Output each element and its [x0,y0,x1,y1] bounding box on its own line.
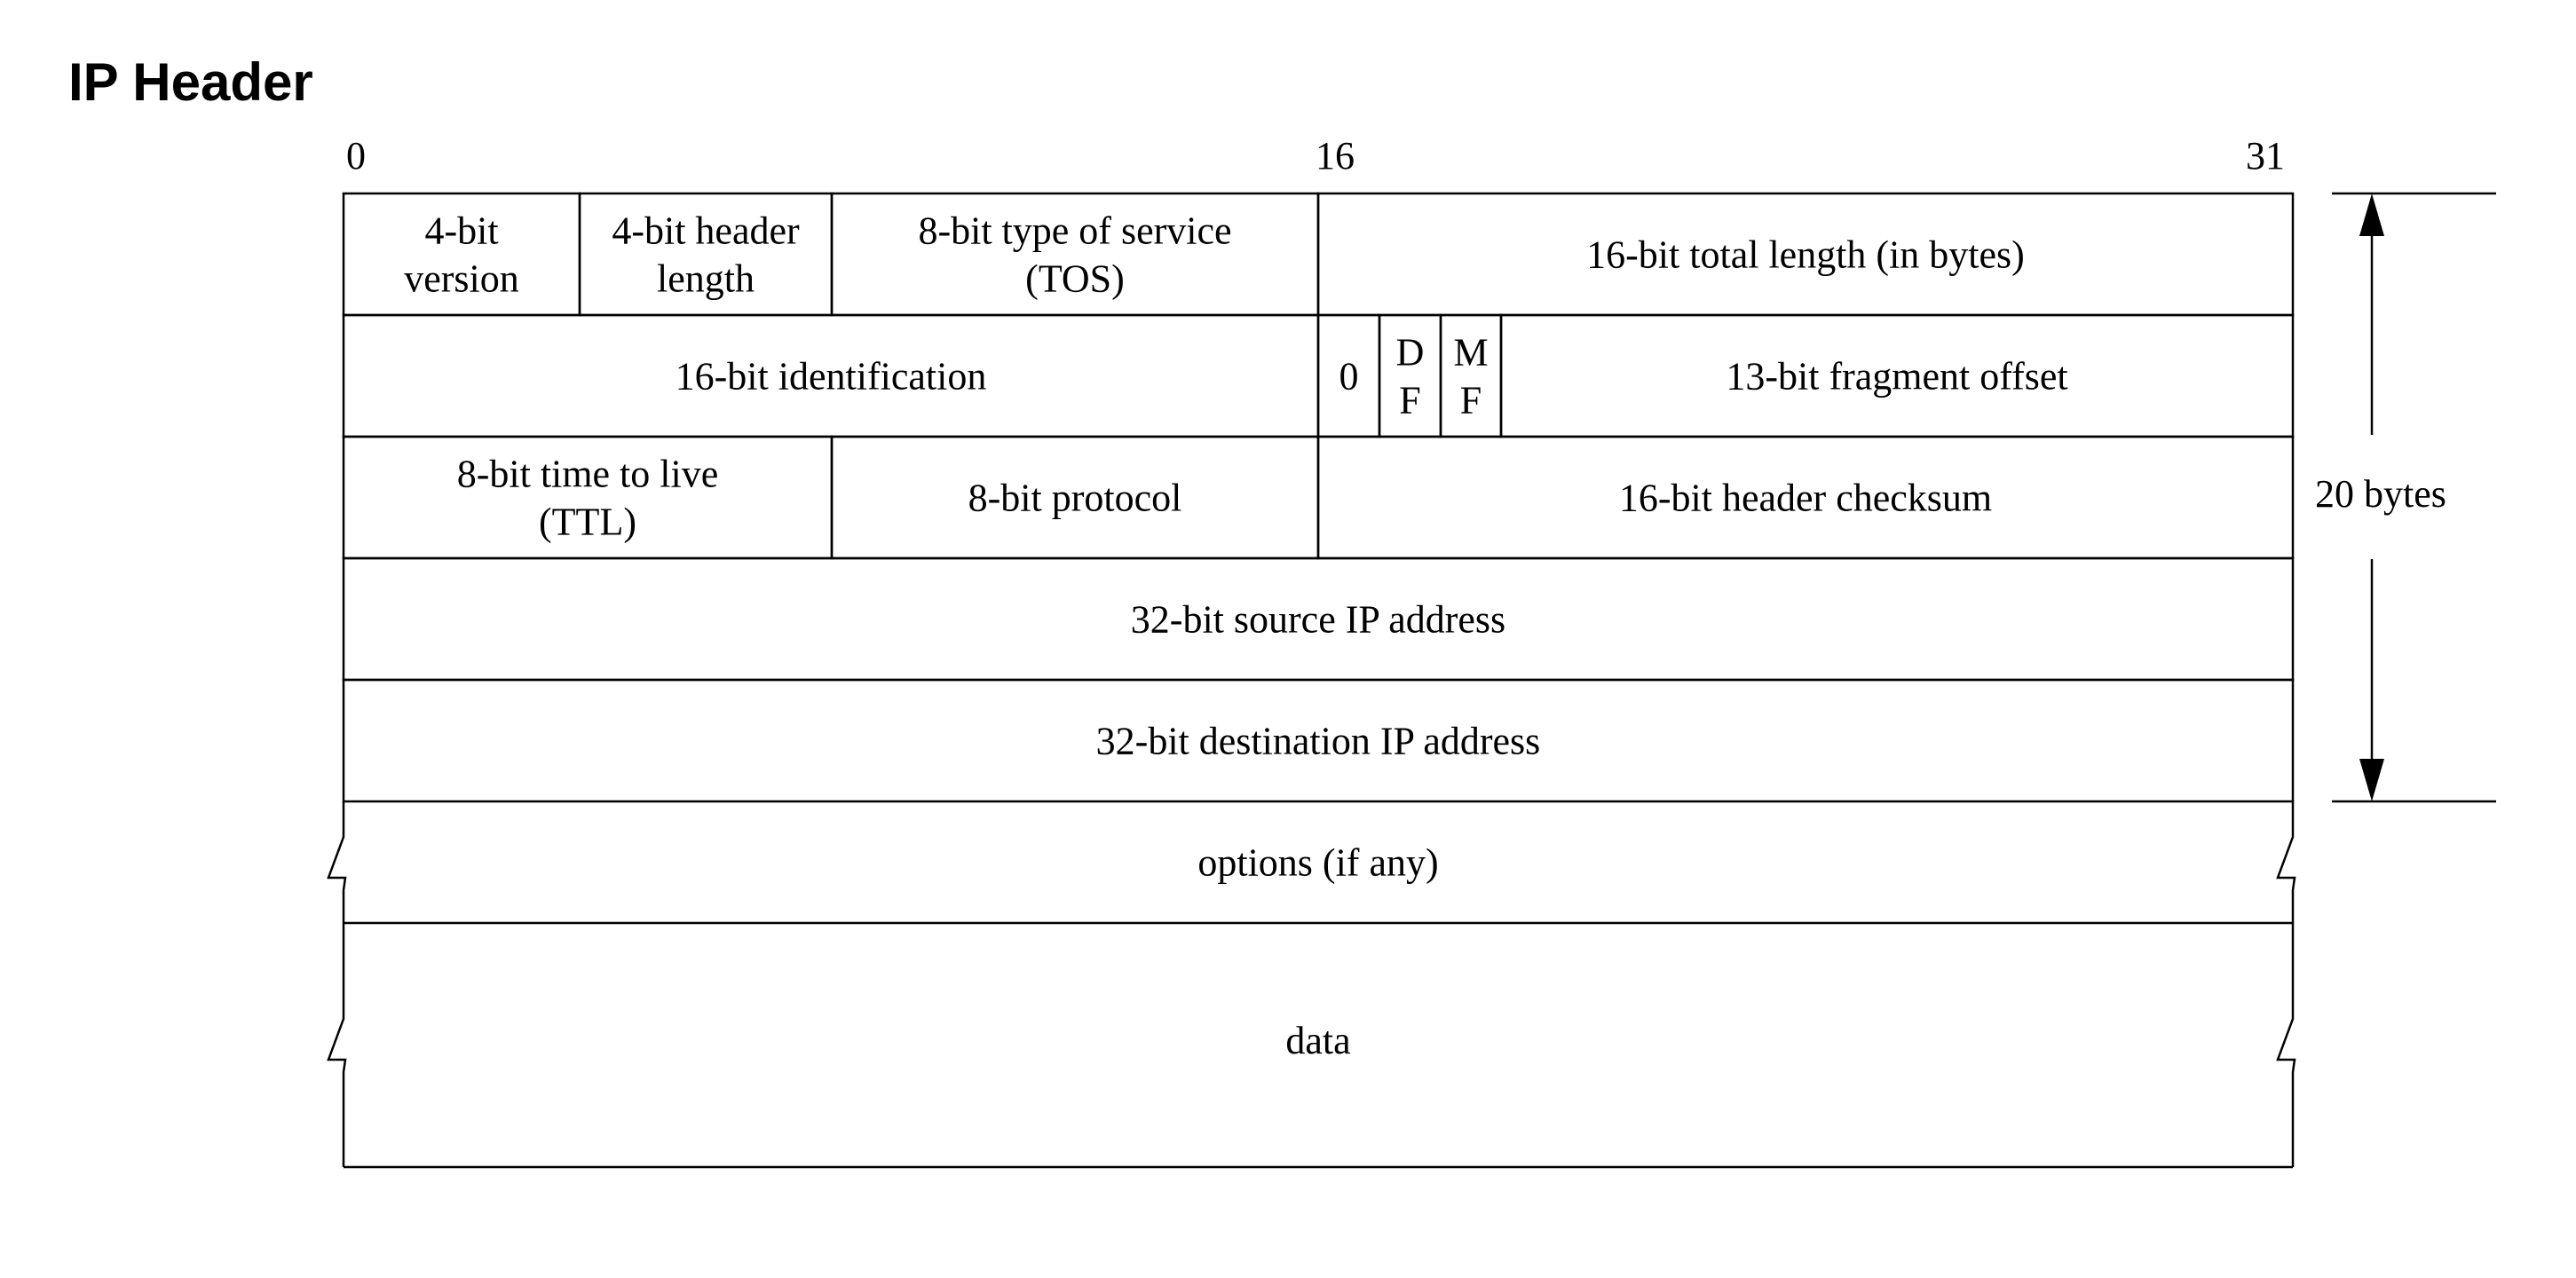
field-version-label: version [404,257,519,301]
diagram-title: IP Header [68,52,313,112]
field-fragment-offset-label: 13-bit fragment offset [1726,355,2067,398]
bit-tick-31: 31 [2246,134,2285,178]
field-tos: 8-bit type of service(TOS) [830,192,1320,317]
field-flag-zero-label: 0 [1339,355,1359,398]
field-ttl-label: 8-bit time to live [457,453,719,496]
field-tos-label: 8-bit type of service [918,209,1231,253]
field-protocol: 8-bit protocol [830,435,1320,560]
data-break-right [2276,923,2296,1167]
field-identification: 16-bit identification [342,313,1320,438]
field-destination-ip-label: 32-bit destination IP address [1096,720,1541,763]
size-label: 20 bytes [2315,472,2446,516]
field-header-length-label: length [657,257,755,301]
field-total-length-label: 16-bit total length (in bytes) [1586,233,2025,277]
arrow-down-icon [2359,759,2384,801]
field-destination-ip: 32-bit destination IP address [342,678,2295,803]
field-header-length-label: 4-bit header [612,209,800,253]
field-flag-mf-label: M [1453,331,1488,375]
field-source-ip: 32-bit source IP address [342,556,2295,682]
field-fragment-offset: 13-bit fragment offset [1499,313,2295,438]
data-label: data [1285,1019,1350,1062]
field-source-ip-label: 32-bit source IP address [1131,598,1505,642]
field-identification-label: 16-bit identification [676,355,987,398]
options-and-data: options (if any) data [327,801,2296,1169]
field-flag-mf: MF [1439,313,1503,438]
bit-tick-0: 0 [346,134,366,178]
field-flag-zero: 0 [1316,313,1381,438]
field-flag-df-label: D [1396,331,1425,375]
field-header-checksum: 16-bit header checksum [1316,435,2295,560]
field-ttl-label: (TTL) [539,501,636,544]
arrow-up-icon [2359,193,2384,236]
field-ttl: 8-bit time to live (TTL) [342,435,834,560]
field-version-label: 4-bit [424,209,498,253]
field-flag-df: DF [1378,313,1442,438]
options-break-left [327,801,347,923]
field-tos-label: (TOS) [1025,257,1125,301]
data-break-left [327,923,347,1167]
field-flag-mf-label: F [1460,379,1482,422]
field-flag-df-label: F [1399,379,1420,422]
bit-tick-16: 16 [1316,134,1355,178]
field-destination-ip-box [342,678,2295,803]
field-protocol-label: 8-bit protocol [968,477,1182,520]
header-size-indicator: 20 bytes [2315,192,2496,803]
options-label: options (if any) [1197,841,1438,885]
field-total-length: 16-bit total length (in bytes) [1316,192,2295,317]
field-header-checksum-label: 16-bit header checksum [1619,477,1992,520]
options-break-right [2276,801,2296,923]
